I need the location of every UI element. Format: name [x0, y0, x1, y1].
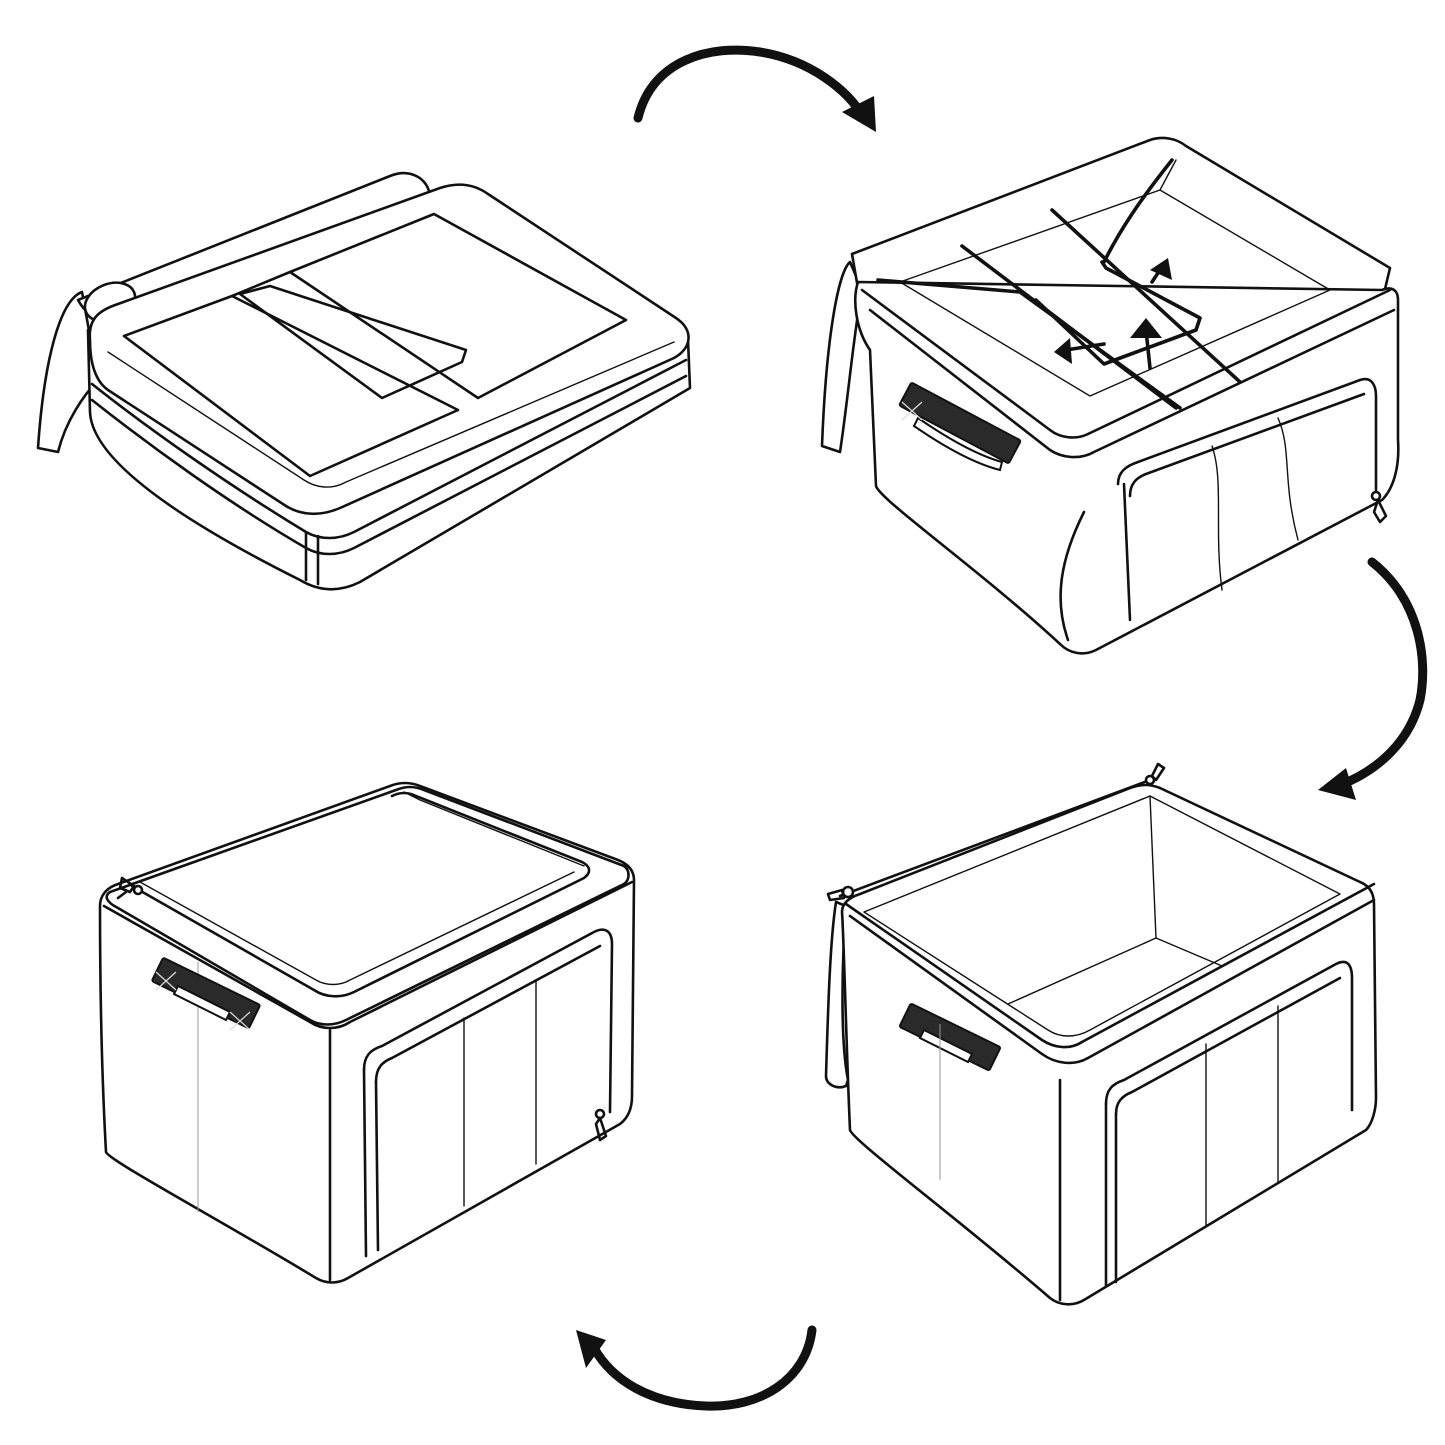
step-4-closed-box	[98, 781, 636, 1284]
step-2-unfolding-box	[820, 136, 1400, 655]
arrow-1-to-2	[633, 45, 876, 132]
step-1-folded-box	[36, 171, 692, 591]
arrow-3-to-4	[576, 1325, 817, 1411]
step-3-open-box	[824, 762, 1378, 1306]
arrow-2-to-3	[1318, 557, 1428, 800]
